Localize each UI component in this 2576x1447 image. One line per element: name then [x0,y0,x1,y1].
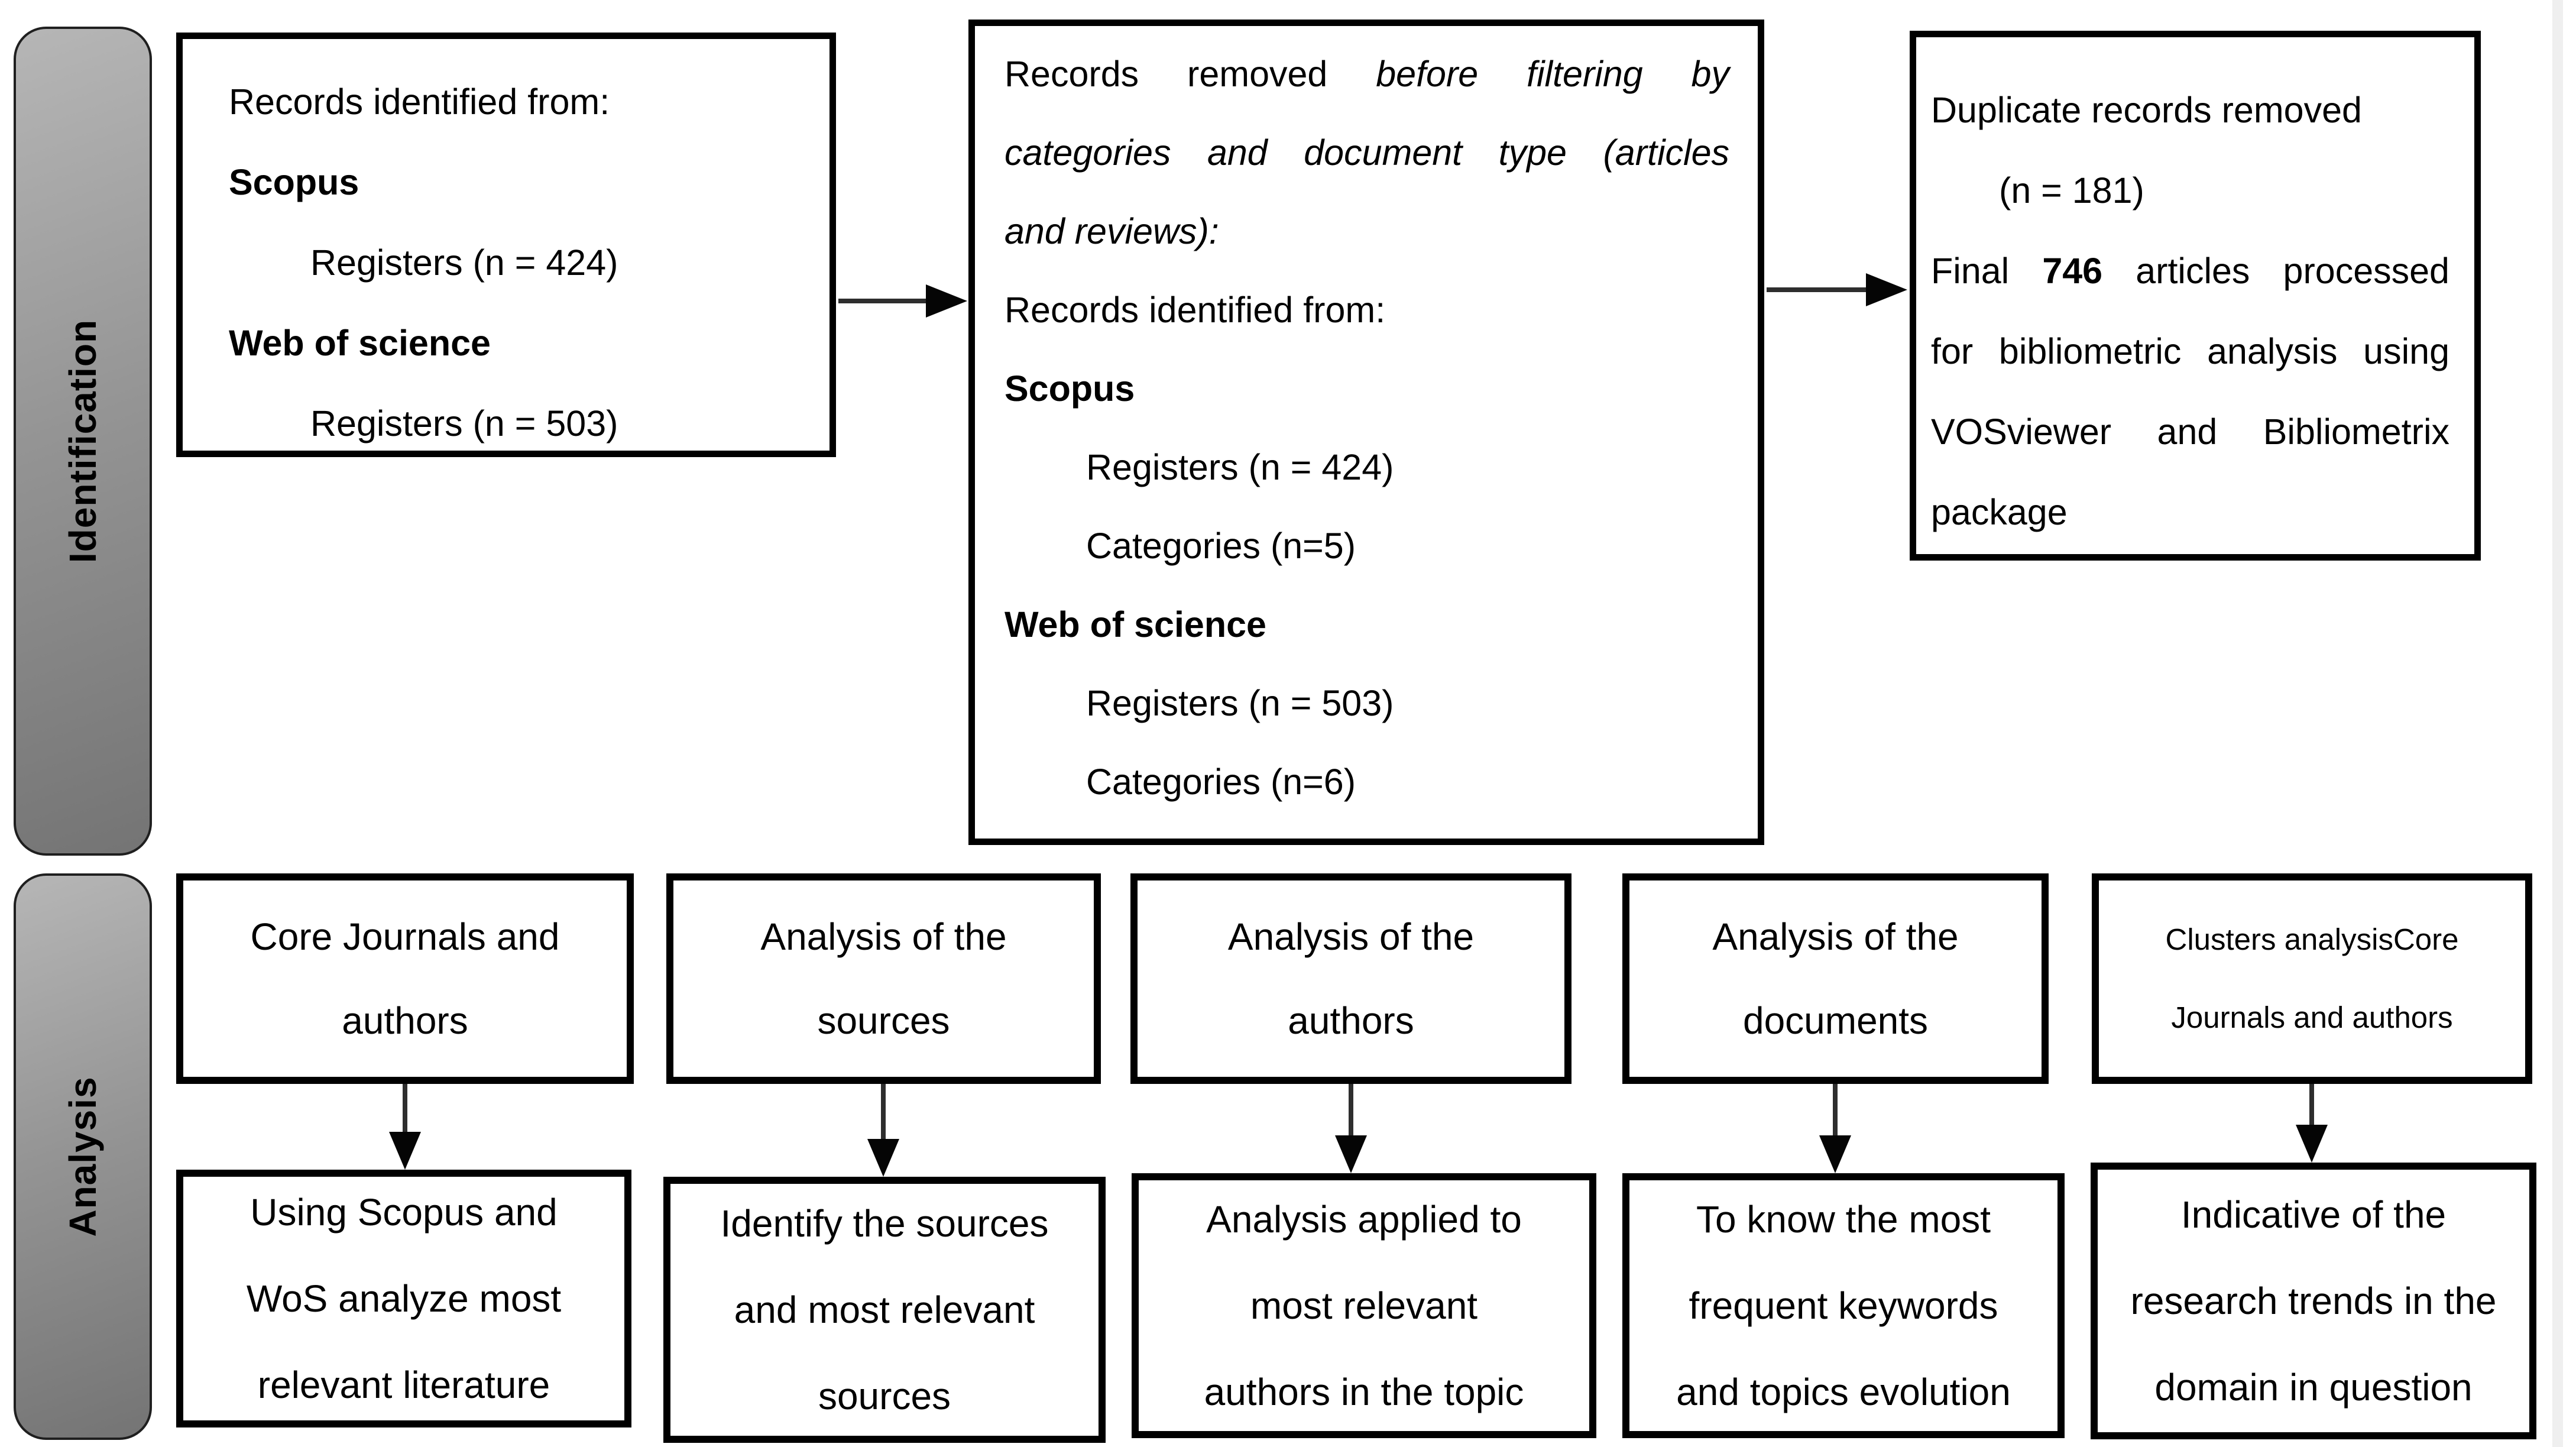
arrow-line [838,299,928,303]
scopus-label: Scopus [229,162,359,202]
removed-title-line-3: and reviews): [1005,211,1219,251]
final-articles-count: 746 [2042,251,2103,291]
analysis-top-line: authors [342,999,468,1042]
analysis-bottom-box-2: Identify the sources and most relevant s… [663,1177,1106,1443]
analysis-bottom-line: To know the most [1696,1198,1991,1241]
arrow-head [2296,1125,2328,1163]
arrow-line [1767,287,1866,292]
wos-registers-count: Registers (n = 503) [310,403,618,444]
analysis-bottom-line: and topics evolution [1676,1371,2011,1413]
analysis-bottom-box-4: To know the most frequent keywords and t… [1622,1173,2065,1438]
removed-title-regular: Records removed [1005,54,1328,94]
analysis-top-box-5: Clusters analysisCore Journals and autho… [2092,873,2532,1084]
scopus-categories-count: Categories (n=5) [1086,526,1356,566]
arrow-line [1349,1084,1353,1135]
analysis-top-box-2: Analysis of the sources [666,873,1101,1084]
arrow-line [403,1084,407,1133]
analysis-top-line: documents [1742,999,1929,1042]
analysis-bottom-line: research trends in the [2130,1280,2497,1322]
arrow-line [881,1084,886,1139]
analysis-bottom-box-1: Using Scopus and WoS analyze most releva… [176,1170,631,1427]
wos-label: Web of science [229,323,491,363]
analysis-top-line: authors [1288,999,1414,1042]
analysis-bottom-line: sources [818,1375,951,1417]
analysis-bottom-line: most relevant [1250,1284,1478,1327]
scopus-registers-count: Registers (n = 424) [310,242,618,283]
analysis-stage-bar: Analysis [14,873,152,1440]
analysis-bottom-line: frequent keywords [1689,1284,1998,1327]
arrow-head [926,284,967,318]
analysis-bottom-line: domain in question [2154,1366,2473,1409]
analysis-top-line: Clusters analysisCore [2165,922,2459,956]
final-articles-text: articles processed [2136,251,2449,291]
wos-categories-count: Categories (n=6) [1086,762,1356,802]
removed-title-italic: before filtering by [1376,54,1729,94]
arrow-head [389,1132,421,1170]
scopus-label: Scopus [1005,368,1135,409]
arrow-line [1833,1084,1838,1135]
analysis-top-line: Analysis of the [760,915,1007,958]
wos-label: Web of science [1005,604,1266,645]
analysis-top-box-3: Analysis of the authors [1130,873,1571,1084]
arrow-head [1335,1135,1367,1173]
identification-stage-bar: Identification [14,27,152,856]
identification-stage-label: Identification [61,319,104,564]
removed-title-line-2: categories and document type (articles [1005,132,1729,173]
analysis-bottom-line: Analysis applied to [1206,1198,1522,1241]
arrow-line [2309,1084,2314,1125]
records-identified-box: Records identified from: Scopus Register… [176,33,836,457]
analysis-bottom-line: Using Scopus and [250,1191,558,1234]
final-articles-line-1: Final 746 articles processed [1931,231,2449,311]
analysis-bottom-line: authors in the topic [1204,1371,1524,1413]
analysis-top-line: Journals and authors [2171,1001,2453,1034]
analysis-bottom-line: and most relevant [734,1289,1035,1331]
analysis-top-line: Core Journals and [250,915,560,958]
arrow-head [1866,273,1907,306]
final-articles-line-2: for bibliometric analysis using [1931,331,2449,371]
duplicates-removed-title: Duplicate records removed [1931,90,2362,130]
analysis-bottom-line: WoS analyze most [246,1277,562,1320]
analysis-bottom-line: Indicative of the [2180,1193,2447,1236]
duplicates-removed-box: Duplicate records removed (n = 181) Fina… [1910,31,2481,561]
analysis-top-line: sources [817,999,950,1042]
final-articles-line-4: package [1931,492,2068,532]
analysis-stage-label: Analysis [61,1076,104,1237]
analysis-top-box-1: Core Journals and authors [176,873,634,1084]
analysis-top-box-4: Analysis of the documents [1622,873,2049,1084]
duplicates-removed-count: (n = 181) [1999,170,2144,211]
analysis-bottom-box-5: Indicative of the research trends in the… [2091,1163,2536,1439]
analysis-bottom-line: relevant literature [257,1364,550,1406]
removed-title-line-1: Records removed before filtering by [1005,35,1729,114]
final-articles-line-3: VOSviewer and Bibliometrix [1931,412,2449,452]
arrow-head [1819,1135,1851,1173]
analysis-bottom-line: Identify the sources [720,1202,1049,1245]
records-identified-title: Records identified from: [229,82,610,122]
scopus-registers-count: Registers (n = 424) [1086,447,1394,487]
records-identified-subtitle: Records identified from: [1005,290,1386,330]
arrow-head [867,1139,899,1177]
wos-registers-count: Registers (n = 503) [1086,683,1394,723]
scrollbar-track[interactable] [2552,0,2563,1447]
analysis-top-line: Analysis of the [1712,915,1959,958]
records-removed-box: Records removed before filtering by cate… [968,20,1764,845]
analysis-top-line: Analysis of the [1227,915,1475,958]
final-label: Final [1931,251,2010,291]
analysis-bottom-box-3: Analysis applied to most relevant author… [1132,1173,1596,1438]
